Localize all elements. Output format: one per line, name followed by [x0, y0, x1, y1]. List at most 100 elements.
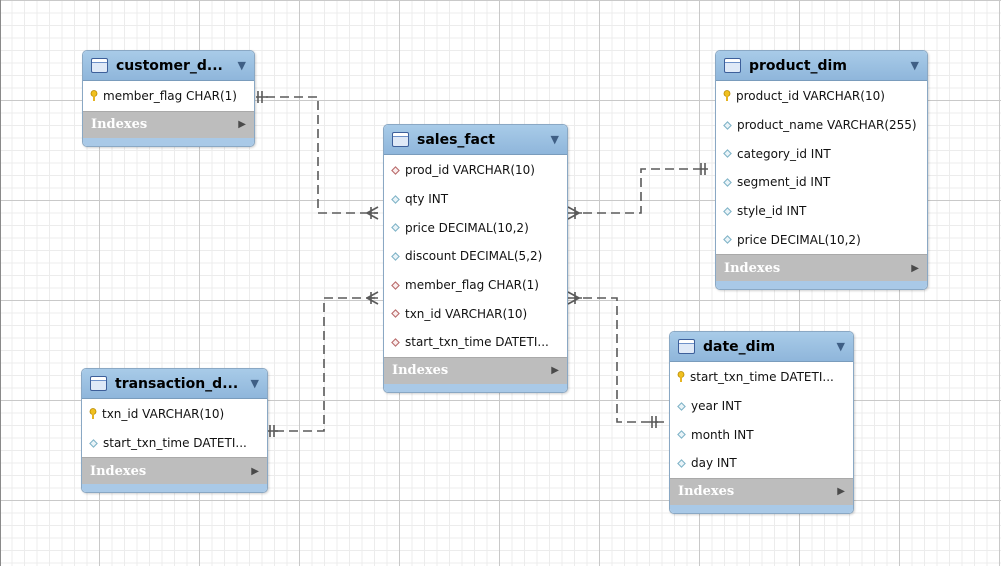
one-only-marker-transaction: [268, 425, 278, 437]
table-name: date_dim: [703, 338, 776, 355]
column-row[interactable]: year INT: [670, 392, 853, 421]
column-label: month INT: [691, 427, 754, 442]
column-label: category_id INT: [737, 146, 831, 161]
triangle-down-icon[interactable]: ▼: [550, 133, 559, 146]
column-label: prod_id VARCHAR(10): [405, 163, 535, 178]
column-label: start_txn_time DATETI...: [690, 370, 834, 385]
triangle-down-icon[interactable]: ▼: [836, 340, 845, 353]
column-label: txn_id VARCHAR(10): [102, 407, 225, 422]
column-row[interactable]: product_id VARCHAR(10): [716, 82, 927, 111]
table-header[interactable]: product_dim ▼: [716, 51, 927, 81]
diamond-icon: [677, 401, 686, 411]
diamond-icon: [677, 430, 686, 440]
diamond-icon: [723, 235, 732, 245]
table-name: product_dim: [749, 57, 847, 74]
relationship-transaction-sales-line: [275, 297, 378, 432]
table-icon: [724, 58, 741, 73]
indexes-bar[interactable]: Indexes ▶: [83, 110, 254, 138]
indexes-bar[interactable]: Indexes ▶: [384, 356, 567, 384]
table-name: customer_d...: [116, 57, 223, 74]
diamond-icon: [723, 120, 732, 130]
column-row[interactable]: segment_id INT: [716, 168, 927, 197]
column-row[interactable]: day INT: [670, 449, 853, 478]
column-row[interactable]: price DECIMAL(10,2): [384, 213, 567, 242]
key-icon: [677, 371, 685, 383]
column-row[interactable]: style_id INT: [716, 197, 927, 226]
triangle-right-icon[interactable]: ▶: [251, 465, 259, 477]
table-date-dim[interactable]: date_dim ▼ start_txn_time DATETI... year…: [669, 331, 854, 514]
column-label: txn_id VARCHAR(10): [405, 306, 528, 321]
diamond-red-icon: [391, 165, 400, 175]
column-row[interactable]: txn_id VARCHAR(10): [82, 400, 267, 429]
key-icon: [90, 90, 98, 102]
column-label: start_txn_time DATETI...: [103, 436, 247, 451]
indexes-label: Indexes: [91, 117, 148, 133]
table-icon: [90, 376, 107, 391]
column-label: product_name VARCHAR(255): [737, 118, 917, 133]
column-row[interactable]: start_txn_time DATETI...: [82, 429, 267, 458]
column-row[interactable]: txn_id VARCHAR(10): [384, 299, 567, 328]
table-header[interactable]: sales_fact ▼: [384, 125, 567, 155]
diamond-icon: [723, 206, 732, 216]
column-label: member_flag CHAR(1): [405, 278, 539, 293]
column-label: member_flag CHAR(1): [103, 89, 237, 104]
table-icon: [91, 58, 108, 73]
column-row[interactable]: start_txn_time DATETI...: [670, 363, 853, 392]
triangle-down-icon[interactable]: ▼: [237, 59, 246, 72]
column-row[interactable]: qty INT: [384, 185, 567, 214]
relationship-date-sales-line: [583, 297, 658, 423]
column-label: qty INT: [405, 192, 449, 207]
one-only-marker-product: [700, 163, 708, 175]
key-icon: [89, 408, 97, 420]
table-product-dim[interactable]: product_dim ▼ product_id VARCHAR(10) pro…: [715, 50, 928, 291]
column-row[interactable]: start_txn_time DATETI...: [384, 328, 567, 357]
table-sales-fact[interactable]: sales_fact ▼ prod_id VARCHAR(10) qty INT…: [383, 124, 568, 393]
column-row[interactable]: member_flag CHAR(1): [83, 82, 254, 111]
table-name: sales_fact: [417, 131, 495, 148]
indexes-bar[interactable]: Indexes ▶: [82, 457, 267, 485]
table-customer-dim[interactable]: customer_d... ▼ member_flag CHAR(1) Inde…: [82, 50, 255, 147]
triangle-right-icon[interactable]: ▶: [238, 119, 246, 131]
indexes-label: Indexes: [392, 363, 449, 379]
indexes-bar[interactable]: Indexes ▶: [670, 477, 853, 505]
column-row[interactable]: discount DECIMAL(5,2): [384, 242, 567, 271]
key-icon: [723, 90, 731, 102]
crowsfoot-marker-product: [567, 206, 582, 220]
one-only-marker-customer: [256, 91, 268, 103]
diamond-icon: [391, 223, 400, 233]
column-row[interactable]: prod_id VARCHAR(10): [384, 156, 567, 185]
indexes-label: Indexes: [724, 260, 781, 276]
triangle-down-icon[interactable]: ▼: [250, 377, 259, 390]
triangle-down-icon[interactable]: ▼: [910, 59, 919, 72]
one-only-marker-date: [650, 416, 664, 428]
column-row[interactable]: product_name VARCHAR(255): [716, 111, 927, 140]
column-row[interactable]: category_id INT: [716, 139, 927, 168]
column-row[interactable]: member_flag CHAR(1): [384, 271, 567, 300]
canvas-left-edge: [0, 0, 1, 566]
column-row[interactable]: price DECIMAL(10,2): [716, 225, 927, 254]
table-icon: [392, 132, 409, 147]
table-footer: [670, 504, 853, 513]
crowsfoot-marker-customer: [366, 206, 379, 220]
table-header[interactable]: transaction_d... ▼: [82, 369, 267, 399]
diamond-icon: [89, 438, 98, 448]
column-label: start_txn_time DATETI...: [405, 335, 549, 350]
triangle-right-icon[interactable]: ▶: [911, 262, 919, 274]
triangle-right-icon[interactable]: ▶: [837, 486, 845, 498]
table-header[interactable]: date_dim ▼: [670, 332, 853, 362]
column-label: price DECIMAL(10,2): [405, 220, 529, 235]
diamond-red-icon: [391, 280, 400, 290]
indexes-bar[interactable]: Indexes ▶: [716, 254, 927, 282]
column-label: day INT: [691, 456, 737, 471]
table-footer: [716, 281, 927, 290]
column-label: segment_id INT: [737, 175, 831, 190]
column-label: style_id INT: [737, 204, 807, 219]
diamond-icon: [391, 252, 400, 261]
diamond-icon: [391, 194, 400, 204]
column-row[interactable]: month INT: [670, 420, 853, 449]
table-transaction-dim[interactable]: transaction_d... ▼ txn_id VARCHAR(10) st…: [81, 368, 268, 494]
triangle-right-icon[interactable]: ▶: [551, 365, 559, 377]
diamond-red-icon: [391, 309, 400, 319]
table-header[interactable]: customer_d... ▼: [83, 51, 254, 81]
relationship-product-sales-line: [583, 168, 707, 214]
